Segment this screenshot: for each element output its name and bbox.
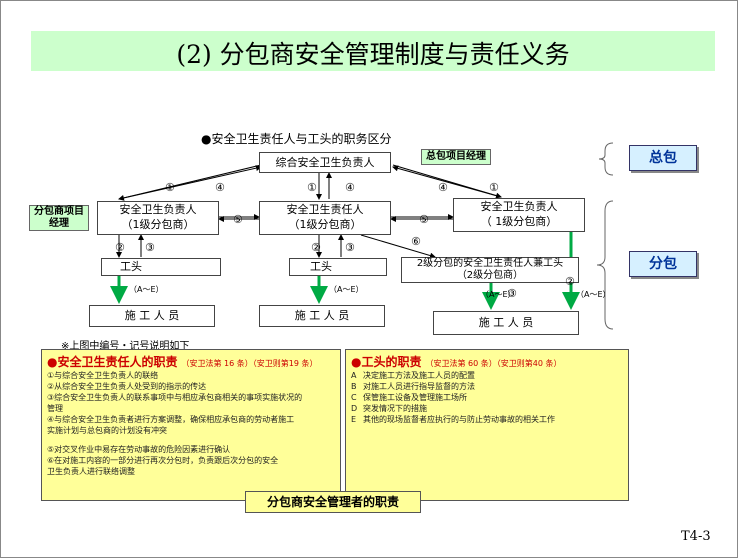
title-bar: (2) 分包商安全管理制度与责任义务 [31, 31, 715, 71]
right-ae-label: （A～E） [481, 290, 516, 299]
left-panel-line: 卫生负责人进行联络调整 [47, 467, 135, 476]
left-panel-line: ②从综合安全卫生负责人处受到的指示的传达 [47, 382, 207, 391]
mark-3-mid: ③ [345, 241, 355, 254]
second-tier-line1: 2级分包的安全卫生责任人兼工头 [416, 258, 564, 269]
foreman-duties-panel: ●工头的职责（安卫法第 60 条）（安卫则第40 条） A 决定施工方法及施工人员… [345, 349, 629, 501]
item-key: E [351, 415, 357, 424]
safety-responsible-duties-panel: ●安全卫生责任人的职责（安卫法第 16 条）（安卫则第19 条） ①与综合安全卫… [41, 349, 341, 501]
far-right-ae-label: （A～E） [576, 290, 611, 299]
left-panel-title-text: ●安全卫生责任人的职责 [47, 355, 178, 369]
mark-2-mid: ② [311, 241, 321, 254]
left-panel-line: 实施计划与总包商的计划没有冲突 [47, 426, 167, 435]
mid-worker-box: 施 工 人 员 [259, 305, 385, 327]
left-panel-line: ⑤对交叉作业中易存在劳动事故的危险因素进行确认 [47, 445, 231, 454]
left-safety-responsible-box: 安全卫生负责人 （1级分包商） [97, 201, 219, 235]
mark-2-right: ② [565, 275, 575, 288]
item-key: C [351, 393, 357, 402]
mark-5-right: ⑤ [419, 213, 429, 226]
diagram-heading: ●安全卫生责任人与工头的职务区分 [201, 132, 392, 146]
left-panel-line: ④与综合安全卫生负责者进行方案调整，确保相应承包商的劳动者施工 [47, 415, 295, 424]
item-text: 对施工人员进行指导监督的方法 [363, 382, 475, 391]
item-key: A [351, 371, 357, 380]
left-panel-line: 管理 [47, 404, 63, 413]
left-resp-line1: 安全卫生负责人 [119, 203, 197, 216]
mid-safety-responsible-box: 安全卫生责任人 （1级分包商） [259, 201, 391, 235]
second-tier-box: 2级分包的安全卫生责任人兼工头 （2级分包商） [401, 257, 579, 283]
item-text: 突发情况下的措施 [363, 404, 427, 413]
right-panel-title: ●工头的职责（安卫法第 60 条）（安卫则第40 条） [351, 353, 623, 370]
item-text: 其他的现场监督者应执行的与防止劳动事故的相关工作 [363, 415, 555, 424]
left-panel-line: ①与综合安全卫生负责人的联络 [47, 371, 159, 380]
right-resp-line2: （ 1级分包商） [480, 215, 558, 228]
right-panel-item: E 其他的现场监督者应执行的与防止劳动事故的相关工作 [351, 414, 623, 425]
item-key: D [351, 404, 358, 413]
mark-3-left: ③ [145, 241, 155, 254]
mid-foreman-box: 工头 [289, 258, 387, 276]
mid-resp-line1: 安全卫生责任人 [286, 203, 364, 216]
mark-1-right: ① [489, 181, 499, 194]
left-panel-title: ●安全卫生责任人的职责（安卫法第 16 条）（安卫则第19 条） [47, 353, 335, 370]
sub-project-manager-tag: 分包商项目经理 [29, 205, 89, 231]
mid-ae-label: （A～E） [329, 285, 364, 294]
legend-general-contractor: 总包 [629, 145, 697, 171]
general-safety-manager-box: 综合安全卫生负责人 [259, 152, 391, 173]
right-worker-box: 施 工 人 员 [433, 311, 579, 335]
left-panel-line: ③综合安全卫生负责人的联系事项中与相应承包商相关的事项实施状况的 [47, 393, 303, 402]
item-key: B [351, 382, 357, 391]
mid-resp-line2: （1级分包商） [288, 218, 362, 231]
right-panel-item: B 对施工人员进行指导监督的方法 [351, 381, 623, 392]
right-resp-line1: 安全卫生负责人 [480, 200, 558, 213]
second-tier-line2: （2级分包商） [456, 270, 524, 281]
mark-4-mid: ④ [345, 181, 355, 194]
mark-3-right: ③ [507, 287, 517, 300]
item-text: 决定施工方法及施工人员的配置 [363, 371, 475, 380]
legend-subcontractor: 分包 [629, 251, 697, 277]
left-panel-spacer [47, 436, 335, 444]
left-panel-ref: （安卫法第 16 条）（安卫则第19 条） [181, 359, 318, 368]
mark-1-mid: ① [307, 181, 317, 194]
diagram-note: ※上图中编号・记号说明如下 [61, 341, 190, 352]
left-ae-label: （A～E） [129, 285, 164, 294]
left-worker-box: 施 工 人 员 [89, 305, 215, 327]
mark-4-right: ④ [438, 181, 448, 194]
mark-2-left: ② [115, 241, 125, 254]
left-foreman-box: 工头 [101, 258, 221, 276]
page-title: (2) 分包商安全管理制度与责任义务 [176, 40, 570, 69]
footer-label: 分包商安全管理者的职责 [245, 491, 421, 513]
gc-project-manager-tag: 总包项目经理 [421, 149, 491, 165]
right-panel-item: C 保管施工设备及管理施工场所 [351, 392, 623, 403]
right-panel-title-text: ●工头的职责 [351, 355, 422, 369]
right-safety-responsible-box: 安全卫生负责人 （ 1级分包商） [453, 198, 585, 232]
mark-4-left: ④ [215, 181, 225, 194]
page-number: T4-3 [681, 529, 711, 544]
right-panel-item: A 决定施工方法及施工人员的配置 [351, 370, 623, 381]
left-panel-line: ⑥在对施工内容的一部分进行再次分包时，负责跟后次分包的安全 [47, 456, 279, 465]
left-resp-line2: （1级分包商） [121, 218, 195, 231]
right-panel-item: D 突发情况下的措施 [351, 403, 623, 414]
mark-6: ⑥ [411, 235, 421, 248]
mark-5-left: ⑤ [233, 213, 243, 226]
item-text: 保管施工设备及管理施工场所 [363, 393, 467, 402]
right-panel-ref: （安卫法第 60 条）（安卫则第40 条） [425, 359, 562, 368]
mark-1-left: ① [165, 181, 175, 194]
